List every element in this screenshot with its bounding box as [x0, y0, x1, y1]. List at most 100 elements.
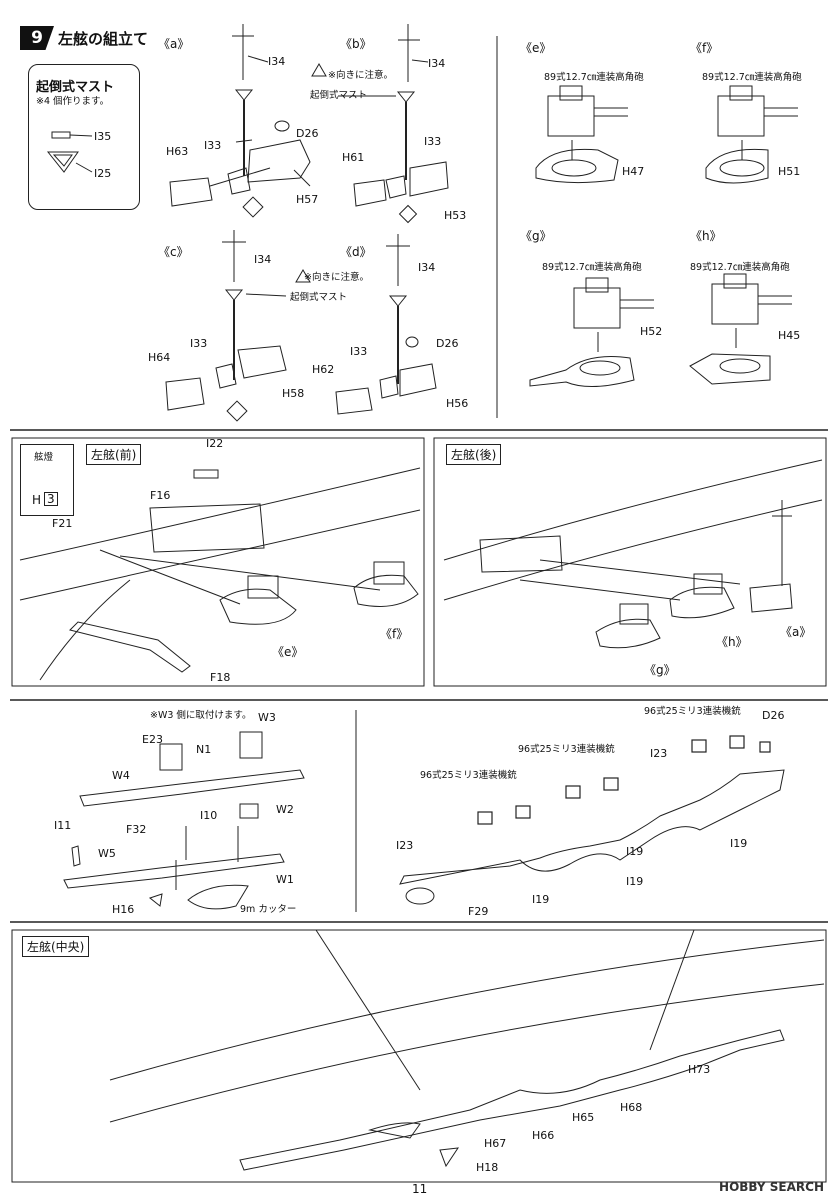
- legend-number: 3: [44, 492, 58, 506]
- part-label: I33: [190, 337, 208, 350]
- hull-front-drawing: [19, 467, 421, 681]
- legend-box: [20, 444, 74, 516]
- watermark: HOBBY SEARCH: [719, 1180, 824, 1194]
- hull-rear-title: 左舷(後): [446, 444, 502, 465]
- ref-label: 《f》: [380, 627, 409, 641]
- part-label: W3: [258, 711, 276, 724]
- part-label: I19: [532, 893, 550, 906]
- ref-label: 《e》: [272, 645, 304, 659]
- part-label: I33: [350, 345, 368, 358]
- part-label: H67: [484, 1137, 507, 1150]
- part-label: I23: [396, 839, 414, 852]
- part-label: I25: [94, 167, 112, 180]
- sub-assembly-h-label: 《h》: [690, 229, 722, 243]
- sub-assembly-b-drawing: [311, 24, 449, 224]
- sub-assembly-e-label: 《e》: [520, 41, 552, 55]
- aa-gun-strip-drawing: [399, 735, 785, 905]
- ref-label: 《a》: [780, 625, 812, 639]
- aa-gun-label: 96式25ミリ3連装機銃: [420, 770, 517, 781]
- part-label: I33: [424, 135, 442, 148]
- part-label: H62: [312, 363, 335, 376]
- part-label: D26: [296, 127, 319, 140]
- hull-rear-drawing: [443, 459, 823, 649]
- part-label: D26: [762, 709, 785, 722]
- part-label: H61: [342, 151, 365, 164]
- gun-g-drawing: [529, 277, 654, 388]
- part-label: H47: [622, 165, 645, 178]
- part-label: I11: [54, 819, 72, 832]
- hull-front-title: 左舷(前): [86, 444, 142, 465]
- step-title: 左舷の組立て: [58, 30, 149, 48]
- gun-h-drawing: [689, 273, 792, 385]
- part-label: I34: [254, 253, 272, 266]
- part-label: H58: [282, 387, 305, 400]
- part-label: H66: [532, 1129, 555, 1142]
- boat-assembly-drawing: [63, 731, 305, 910]
- part-label: I33: [204, 139, 222, 152]
- hull-middle-frame: [11, 929, 827, 1183]
- gun-label: 89式12.7㎝連装高角砲: [544, 72, 644, 83]
- part-label: I19: [626, 845, 644, 858]
- part-label: H16: [112, 903, 135, 916]
- legend-part: H: [32, 493, 42, 507]
- page-number: 11: [412, 1182, 428, 1196]
- part-label: W1: [276, 873, 294, 886]
- hull-middle-drawing: [109, 929, 825, 1171]
- sub-assembly-f-label: 《f》: [690, 41, 719, 55]
- sub-assembly-d-label: 《d》: [340, 245, 372, 259]
- part-label: H73: [688, 1063, 711, 1076]
- aa-gun-label: 96式25ミリ3連装機銃: [644, 706, 741, 717]
- part-label: N1: [196, 743, 212, 756]
- part-label: F18: [210, 671, 231, 684]
- part-label: H53: [444, 209, 467, 222]
- part-label: I34: [428, 57, 446, 70]
- part-label: W5: [98, 847, 116, 860]
- mast-box: [28, 64, 140, 210]
- part-label: H18: [476, 1161, 499, 1174]
- part-label: I19: [626, 875, 644, 888]
- mast-box-note: ※4 個作ります。: [36, 96, 110, 107]
- hull-front-frame: [11, 437, 425, 687]
- sub-assembly-a-label: 《a》: [158, 37, 190, 51]
- hull-middle-title: 左舷(中央): [22, 936, 90, 957]
- part-label: I35: [94, 130, 112, 143]
- ref-label: 《g》: [644, 663, 676, 677]
- mast-parts-icon: [46, 131, 93, 173]
- gun-f-drawing: [705, 85, 798, 184]
- part-label: W2: [276, 803, 294, 816]
- part-label: F32: [126, 823, 147, 836]
- gun-label: 89式12.7㎝連装高角砲: [702, 72, 802, 83]
- ref-label: 《h》: [716, 635, 748, 649]
- cutter-label: 9m カッター: [240, 904, 297, 915]
- sub-assembly-a-drawing: [169, 24, 311, 218]
- part-label: F29: [468, 905, 489, 918]
- sub-assembly-g-label: 《g》: [520, 229, 552, 243]
- gun-e-drawing: [535, 85, 628, 184]
- mast-box-title: 起倒式マスト: [36, 80, 115, 95]
- sub-assembly-b-label: 《b》: [340, 37, 372, 51]
- warning-note: ※向きに注意。: [304, 272, 369, 283]
- boat-note: ※W3 側に取付けます。: [150, 710, 252, 721]
- sub-assembly-d-drawing: [335, 234, 437, 415]
- part-label: H65: [572, 1111, 595, 1124]
- part-label: H56: [446, 397, 469, 410]
- step-number-badge: 9: [20, 26, 54, 50]
- part-label: H63: [166, 145, 189, 158]
- part-label: F16: [150, 489, 171, 502]
- part-label: I23: [650, 747, 668, 760]
- gun-label: 89式12.7㎝連装高角砲: [690, 262, 790, 273]
- part-label: F21: [52, 517, 73, 530]
- part-label: H45: [778, 329, 801, 342]
- part-label: I34: [418, 261, 436, 274]
- aa-gun-label: 96式25ミリ3連装機銃: [518, 744, 615, 755]
- hull-rear-frame: [433, 437, 827, 687]
- legend-title: 舷燈: [34, 452, 54, 463]
- part-label: E23: [142, 733, 163, 746]
- gun-label: 89式12.7㎝連装高角砲: [542, 262, 642, 273]
- part-label: W4: [112, 769, 130, 782]
- sub-assembly-c-label: 《c》: [158, 245, 189, 259]
- part-label: H57: [296, 193, 319, 206]
- part-label: I34: [268, 55, 286, 68]
- sub-assembly-c-drawing: [165, 230, 311, 422]
